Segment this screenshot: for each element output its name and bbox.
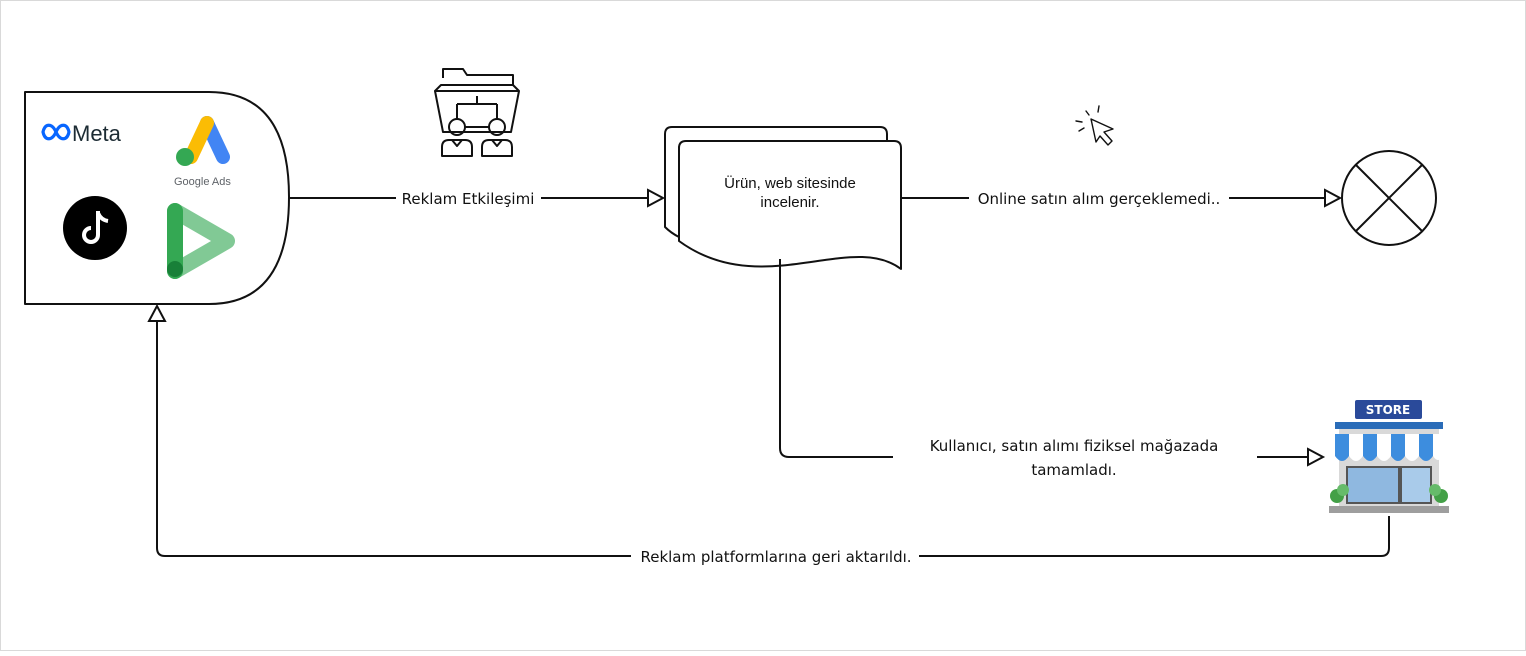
edge-label-fed-back: Reklam platformlarına geri aktarıldı.: [640, 548, 911, 566]
ad-platforms-node: Meta Google Ads: [24, 91, 290, 305]
edge-fed-back: Reklam platformlarına geri aktarıldı.: [147, 303, 1390, 566]
google-ads-logo-icon: Google Ads: [174, 116, 231, 188]
store-sign-label: STORE: [1366, 403, 1410, 417]
click-cursor-icon: [1075, 105, 1114, 146]
dv360-logo-icon: [167, 203, 235, 279]
document-node: Ürün, web sitesinde incelenir.: [664, 126, 902, 270]
edge-label-no-online-purchase: Online satın alım gerçeklemedi..: [978, 190, 1221, 208]
meta-label: Meta: [72, 121, 122, 146]
edge-label-ad-interaction: Reklam Etkileşimi: [402, 190, 535, 208]
audience-folder-icon: [434, 68, 520, 157]
document-text-line1: Ürün, web sitesinde: [724, 174, 856, 192]
edge-ad-interaction: Reklam Etkileşimi: [289, 188, 666, 208]
edge-store-purchase: Kullanıcı, satın alımı fiziksel mağazada…: [779, 259, 1326, 479]
edge-label-store-purchase-line1: Kullanıcı, satın alımı fiziksel mağazada: [930, 437, 1219, 455]
google-ads-label: Google Ads: [174, 176, 231, 188]
edge-label-store-purchase-line2: tamamladı.: [1031, 461, 1116, 479]
meta-logo-icon: Meta: [41, 121, 122, 146]
tiktok-logo-icon: [63, 196, 127, 260]
cross-circle-icon: [1341, 150, 1437, 246]
document-text-line2: incelenir.: [760, 194, 819, 211]
store-icon: STORE: [1329, 400, 1449, 513]
edge-no-online-purchase: Online satın alım gerçeklemedi..: [901, 188, 1343, 208]
